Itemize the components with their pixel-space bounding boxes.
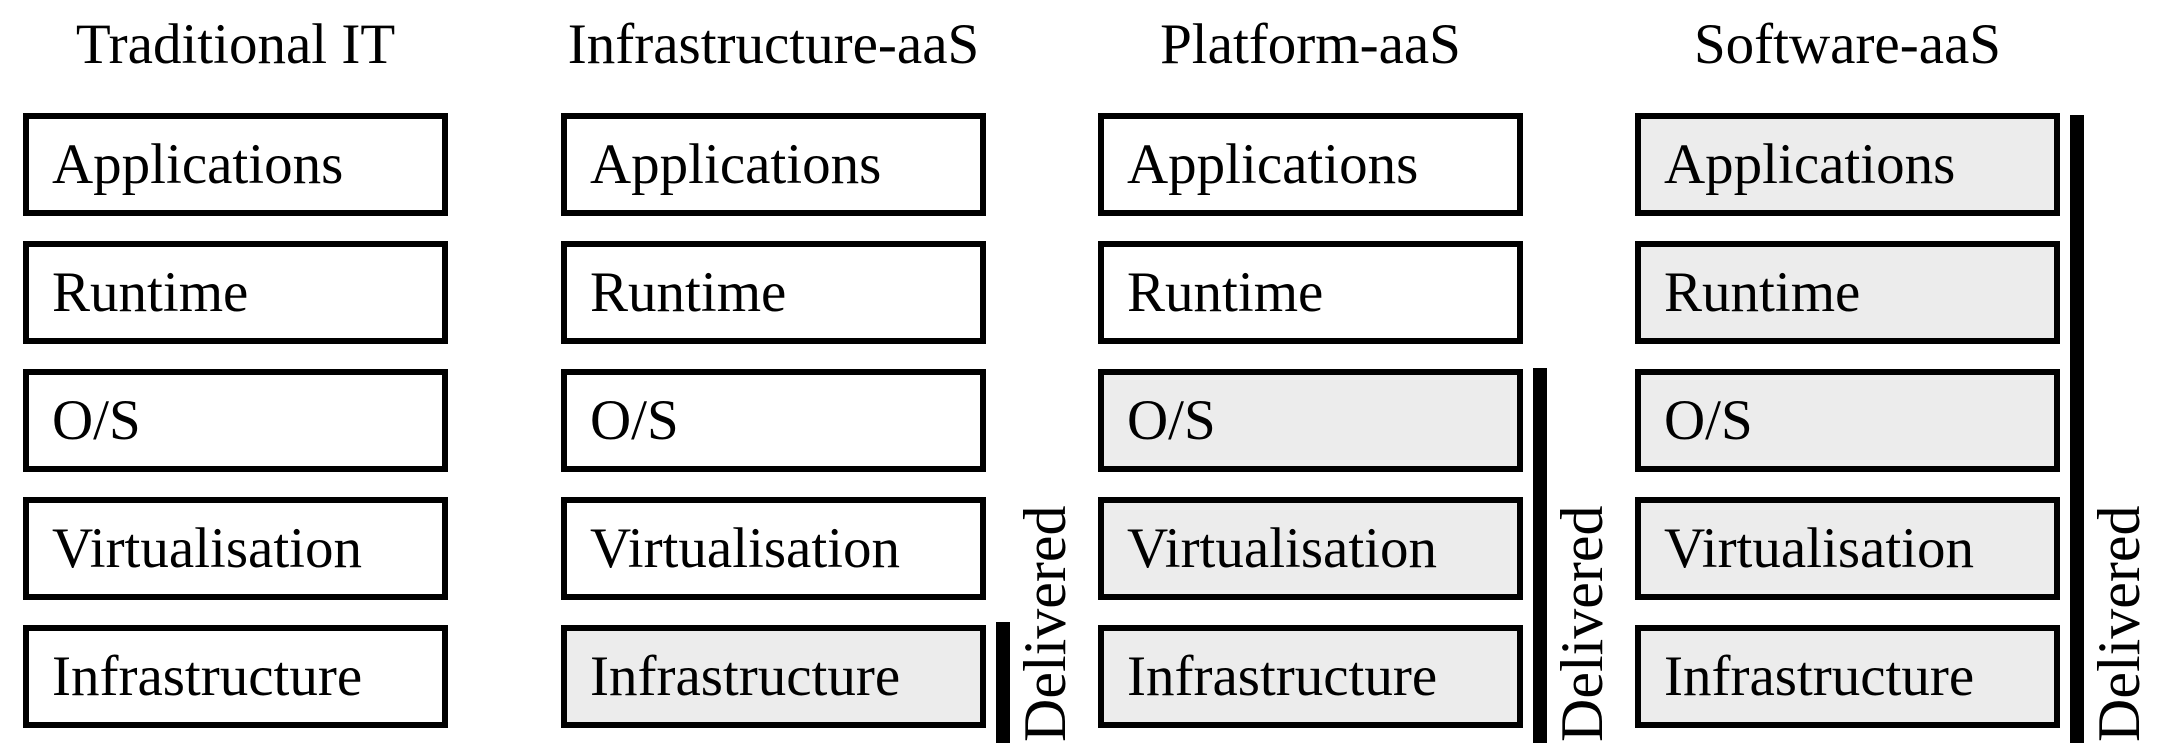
- column-title-traditional-it: Traditional IT: [75, 13, 396, 76]
- layer-label-os: O/S: [1664, 389, 1753, 452]
- layer-box-virtualisation: Virtualisation: [1635, 497, 2060, 600]
- layer-label-virtualisation: Virtualisation: [52, 517, 363, 580]
- layer-box-applications: Applications: [1098, 113, 1523, 216]
- layer-box-runtime: Runtime: [1635, 241, 2060, 344]
- layer-label-os: O/S: [1127, 389, 1216, 452]
- layer-label-infrastructure: Infrastructure: [1664, 645, 1975, 708]
- layer-box-infrastructure: Infrastructure: [1635, 625, 2060, 728]
- delivered-extent-bar-software-aas: [2070, 115, 2084, 743]
- delivered-extent-bar-platform-aas: [1533, 368, 1547, 743]
- layer-label-runtime: Runtime: [590, 261, 787, 324]
- column-title-platform-aas: Platform-aaS: [1160, 13, 1461, 76]
- layer-label-infrastructure: Infrastructure: [1127, 645, 1438, 708]
- column-platform-aas: Platform-aaS Applications Runtime O/S Vi…: [1098, 0, 1523, 750]
- column-infrastructure-aas: Infrastructure-aaS Applications Runtime …: [561, 0, 986, 750]
- layer-label-applications: Applications: [1127, 133, 1419, 196]
- layer-box-applications: Applications: [23, 113, 448, 216]
- layer-box-os: O/S: [1098, 369, 1523, 472]
- layer-box-infrastructure: Infrastructure: [1098, 625, 1523, 728]
- layer-box-runtime: Runtime: [561, 241, 986, 344]
- layer-label-applications: Applications: [590, 133, 882, 196]
- delivered-label-platform-aas: Delivered: [1549, 505, 1615, 742]
- layer-label-runtime: Runtime: [52, 261, 249, 324]
- layer-box-virtualisation: Virtualisation: [23, 497, 448, 600]
- layer-box-runtime: Runtime: [23, 241, 448, 344]
- layer-label-virtualisation: Virtualisation: [1664, 517, 1975, 580]
- layer-box-runtime: Runtime: [1098, 241, 1523, 344]
- layer-label-virtualisation: Virtualisation: [590, 517, 901, 580]
- layer-box-os: O/S: [561, 369, 986, 472]
- layer-label-applications: Applications: [52, 133, 344, 196]
- layer-label-applications: Applications: [1664, 133, 1956, 196]
- layer-label-infrastructure: Infrastructure: [590, 645, 901, 708]
- layer-box-infrastructure: Infrastructure: [23, 625, 448, 728]
- layer-label-os: O/S: [52, 389, 141, 452]
- layer-label-virtualisation: Virtualisation: [1127, 517, 1438, 580]
- layer-box-infrastructure: Infrastructure: [561, 625, 986, 728]
- layer-box-applications: Applications: [1635, 113, 2060, 216]
- column-title-infrastructure-aas: Infrastructure-aaS: [567, 13, 980, 76]
- layer-box-virtualisation: Virtualisation: [561, 497, 986, 600]
- layer-box-os: O/S: [1635, 369, 2060, 472]
- layer-label-runtime: Runtime: [1127, 261, 1324, 324]
- layer-label-infrastructure: Infrastructure: [52, 645, 363, 708]
- layer-box-applications: Applications: [561, 113, 986, 216]
- layer-box-virtualisation: Virtualisation: [1098, 497, 1523, 600]
- delivered-label-infrastructure-aas: Delivered: [1012, 505, 1078, 742]
- column-traditional-it: Traditional IT Applications Runtime O/S …: [23, 0, 448, 750]
- column-software-aas: Software-aaS Applications Runtime O/S Vi…: [1635, 0, 2060, 750]
- delivered-extent-bar-infrastructure-aas: [996, 622, 1010, 743]
- layer-label-runtime: Runtime: [1664, 261, 1861, 324]
- column-title-software-aas: Software-aaS: [1693, 13, 2002, 76]
- delivered-label-software-aas: Delivered: [2086, 505, 2152, 742]
- layer-box-os: O/S: [23, 369, 448, 472]
- layer-label-os: O/S: [590, 389, 679, 452]
